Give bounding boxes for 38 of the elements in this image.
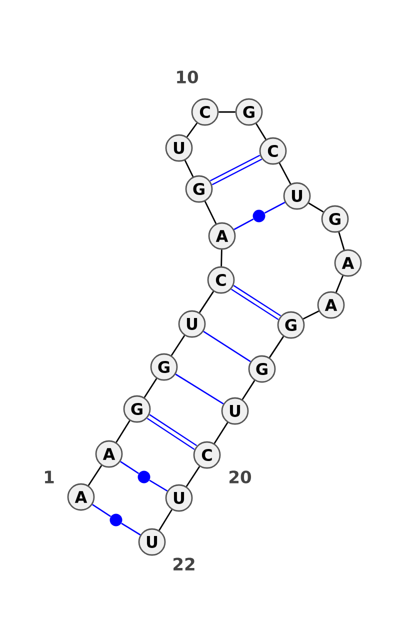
- position-number: 1: [45, 470, 54, 484]
- backbone-line: [88, 465, 102, 486]
- pair-dot: [110, 514, 122, 526]
- base-pair-line: [92, 504, 111, 518]
- backbone-line: [220, 250, 222, 266]
- base-pair-line: [234, 218, 254, 230]
- backbone-line: [256, 123, 266, 140]
- position-number: 22: [174, 558, 194, 570]
- backbone-line: [186, 122, 198, 138]
- position-number: 20: [230, 470, 252, 484]
- base-pair-line: [175, 374, 224, 404]
- backbone-line: [170, 335, 186, 356]
- position-number: 10: [177, 70, 198, 84]
- backbone-line: [116, 420, 130, 443]
- base-pair-line: [149, 480, 168, 492]
- backbone-line: [214, 422, 228, 444]
- backbone-line: [268, 336, 284, 358]
- backbone-line: [338, 232, 345, 250]
- base-pair-line: [210, 154, 260, 182]
- backbone-line: [158, 509, 172, 531]
- backbone-line: [144, 378, 158, 398]
- backbone-line: [218, 111, 236, 113]
- backbone-line: [308, 202, 324, 212]
- backbone-line: [302, 310, 320, 320]
- pair-dot: [138, 470, 150, 484]
- backbone-line: [184, 160, 194, 177]
- backbone-line: [242, 380, 256, 400]
- backbone-line: [204, 201, 217, 224]
- backbone-line: [278, 162, 292, 184]
- backbone-line: [336, 275, 344, 293]
- backbone-line: [198, 291, 214, 313]
- base-pair-line: [203, 330, 251, 362]
- pair-dot: [252, 210, 266, 222]
- base-pair-line: [120, 460, 139, 474]
- base-pair-line: [212, 158, 262, 186]
- backbone-line: [186, 466, 200, 487]
- base-pair-line: [264, 202, 286, 214]
- base-pair-line: [121, 522, 141, 536]
